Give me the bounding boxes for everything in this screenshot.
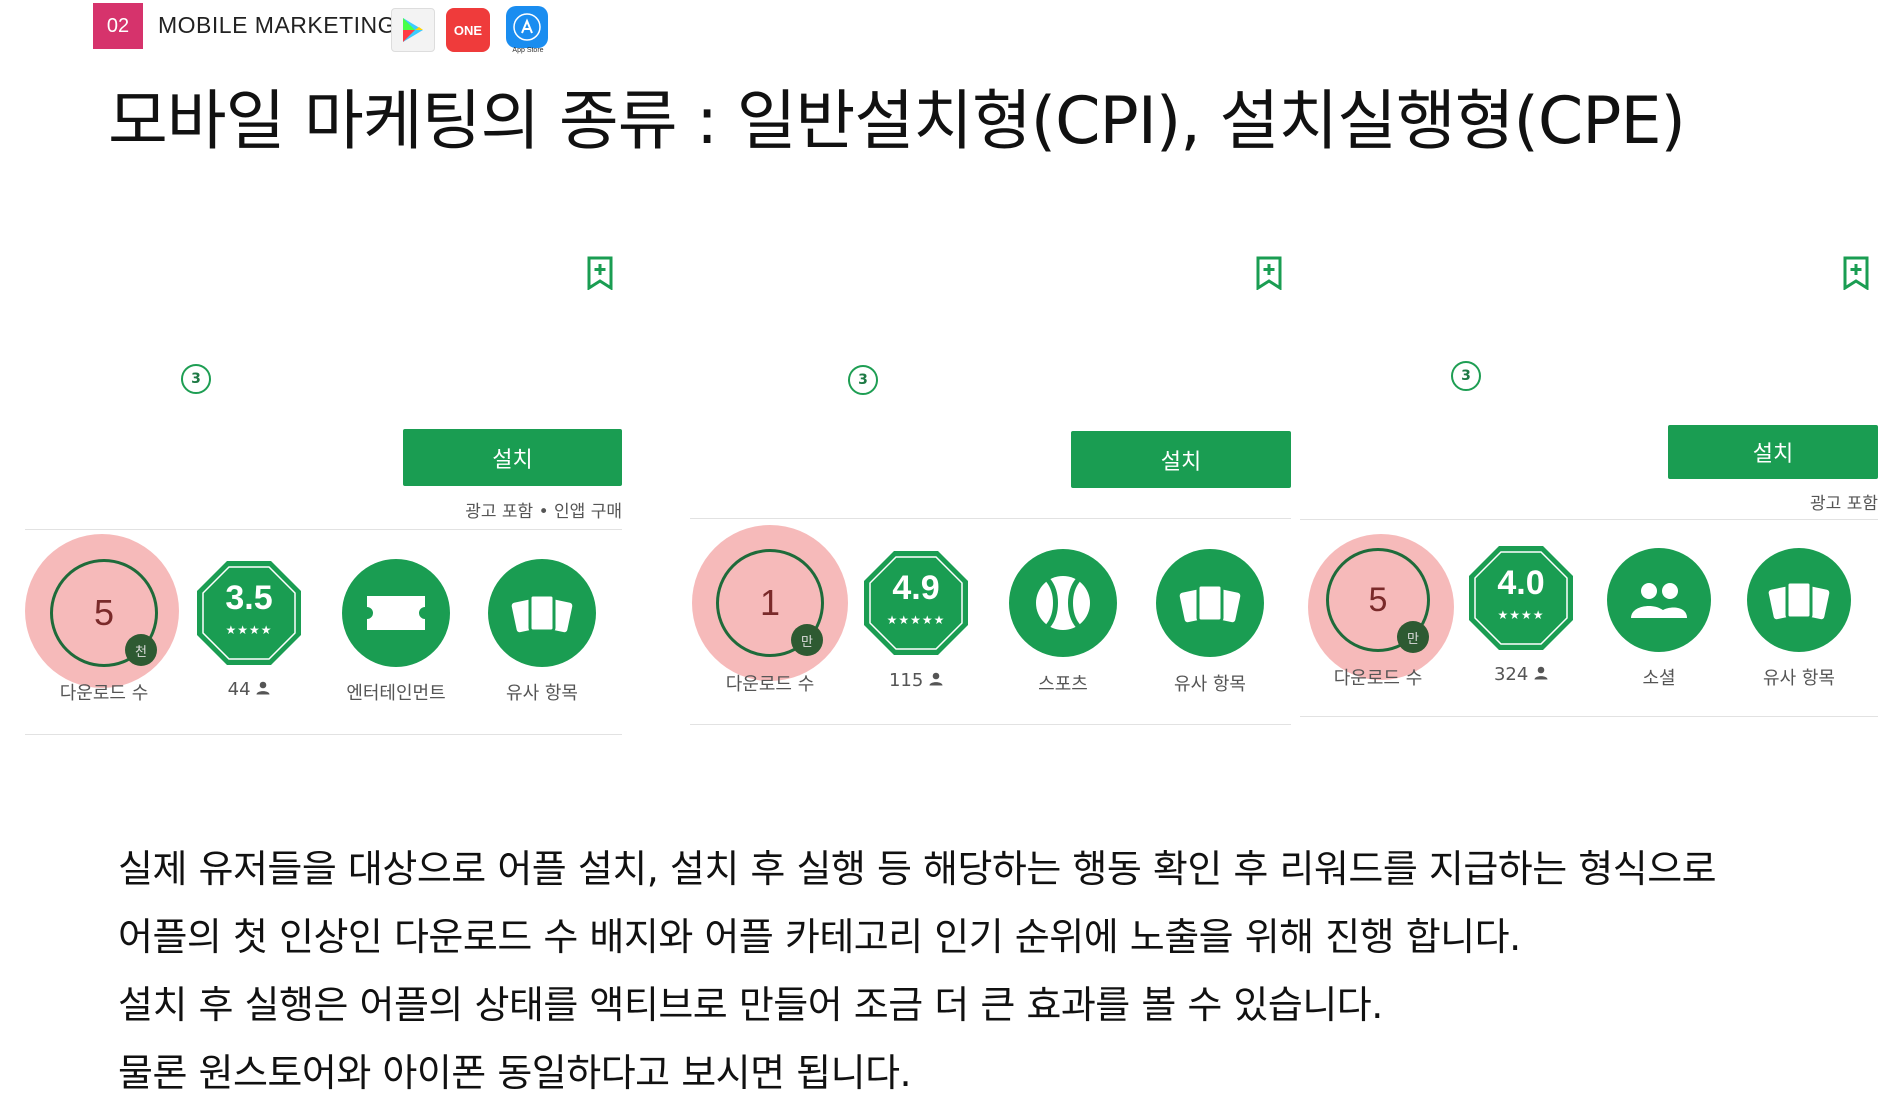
divider [1300,716,1878,717]
rating-count: 115 [876,670,956,691]
downloads-unit: 만 [1397,621,1429,653]
downloads-value: 1 [759,582,781,623]
rating-stars: ★★★★ [225,623,273,637]
rank-badge: 3 [181,364,211,394]
rating-count: 324 [1481,664,1561,685]
bookmark-add-icon[interactable] [586,256,614,290]
similar-button[interactable] [488,559,596,667]
install-button[interactable]: 설치 [1668,425,1878,479]
rating-value: 4.9 [892,569,940,607]
cards-icon [511,593,573,633]
body-line-1: 실제 유저들을 대상으로 어플 설치, 설치 후 실행 등 해당하는 행동 확인… [118,847,1717,891]
similar-label: 유사 항목 [506,683,578,704]
bookmark-add-icon[interactable] [1255,256,1283,290]
rating-stars: ★★★★★ [886,613,946,627]
category-button[interactable] [1009,549,1117,657]
rating-badge[interactable]: 4.0 ★★★★ [1467,544,1575,652]
install-note: 광고 포함 [1810,494,1878,514]
divider [25,529,622,530]
onestore-icon: ONE [446,8,490,52]
category-label: 스포츠 [1038,674,1088,695]
downloads-badge[interactable]: 5 [50,559,158,667]
rating-stars: ★★★★ [1497,608,1545,622]
rating-value: 4.0 [1497,564,1545,602]
tennis-ball-icon [1036,576,1090,630]
section-number-badge: 02 [93,3,143,49]
app-store-caption: App Store [512,47,544,54]
page-title: 모바일 마케팅의 종류 : 일반설치형(CPI), 설치실행형(CPE) [108,84,1686,159]
rating-badge[interactable]: 3.5 ★★★★ [195,559,303,667]
rating-count: 44 [209,679,289,700]
divider [690,724,1291,725]
bookmark-add-icon[interactable] [1842,256,1870,290]
downloads-label: 다운로드 수 [725,674,815,695]
install-button[interactable]: 설치 [403,429,622,486]
section-label: MOBILE MARKETING [158,12,397,38]
downloads-badge[interactable]: 5 [1326,548,1430,652]
body-line-4: 물론 원스토어와 아이폰 동일하다고 보시면 됩니다. [118,1051,912,1095]
similar-button[interactable] [1156,549,1264,657]
ticket-icon [367,596,425,630]
category-button[interactable] [1607,548,1711,652]
category-button[interactable] [342,559,450,667]
rank-badge: 3 [1451,361,1481,391]
downloads-badge[interactable]: 1 [716,549,824,657]
rating-count-value: 324 [1493,664,1529,685]
divider [690,518,1291,519]
similar-label: 유사 항목 [1763,668,1835,689]
install-button[interactable]: 설치 [1071,431,1291,488]
similar-button[interactable] [1747,548,1851,652]
divider [25,734,622,735]
rank-badge: 3 [848,365,878,395]
person-icon [1534,666,1548,680]
category-label: 소셜 [1642,668,1676,689]
app-store-icon [506,6,548,48]
downloads-value: 5 [1368,580,1388,619]
rating-count-value: 115 [888,670,924,691]
people-icon [1631,583,1687,618]
rating-value: 3.5 [225,579,273,617]
similar-label: 유사 항목 [1174,674,1246,695]
cards-icon [1768,580,1830,620]
body-line-3: 설치 후 실행은 어플의 상태를 액티브로 만들어 조금 더 큰 효과를 볼 수… [118,983,1383,1027]
person-icon [929,672,943,686]
downloads-unit: 만 [791,624,823,656]
downloads-unit: 천 [125,634,157,666]
rating-count-value: 44 [227,679,251,700]
category-label: 엔터테인먼트 [346,683,446,704]
install-note: 광고 포함 • 인앱 구매 [465,502,622,522]
cards-icon [1179,583,1241,623]
rating-badge[interactable]: 4.9 ★★★★★ [862,549,970,657]
downloads-label: 다운로드 수 [1333,668,1423,689]
person-icon [256,681,270,695]
downloads-value: 5 [93,592,115,633]
google-play-icon [391,8,435,52]
divider [1300,519,1878,520]
body-line-2: 어플의 첫 인상인 다운로드 수 배지와 어플 카테고리 인기 순위에 노출을 … [118,915,1521,959]
downloads-label: 다운로드 수 [59,683,149,704]
